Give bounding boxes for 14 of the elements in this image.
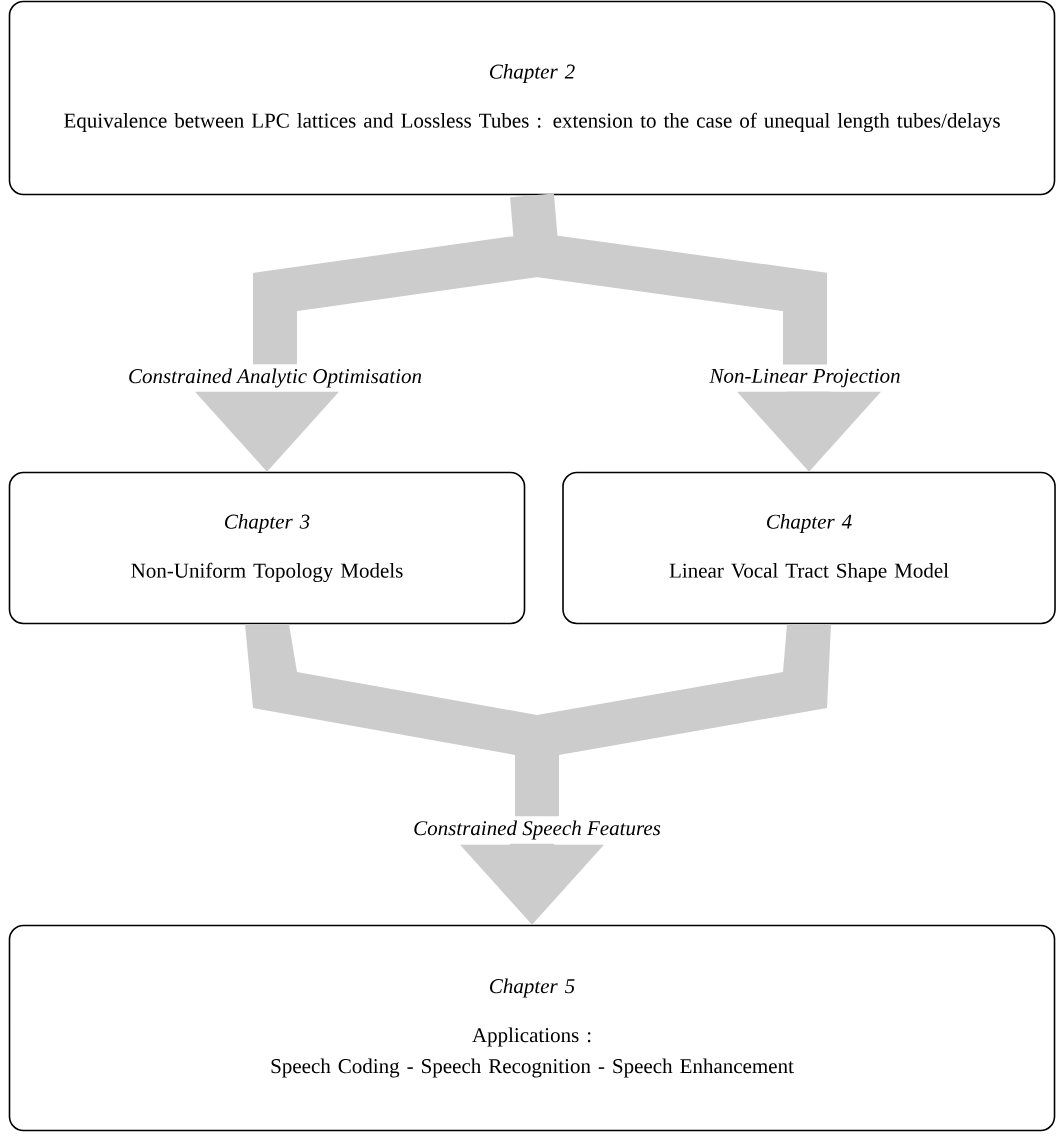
chapter-box: Chapter 5 Applications : Speech Coding - Speech Recognition - Speech Enhancement <box>8 924 1056 1132</box>
connector-band <box>510 193 559 257</box>
arrow <box>195 391 339 472</box>
chapter-box: Chapter 4 Linear Vocal Tract Shape Model <box>562 471 1056 625</box>
flow-label: Constrained Speech Features <box>414 820 661 840</box>
connector-band <box>245 624 537 817</box>
connector-band <box>537 624 831 817</box>
flow-label: Non-Linear Projection <box>709 368 900 388</box>
arrow <box>460 843 604 925</box>
chapter-box: Chapter 3 Non-Uniform Topology Models <box>8 471 526 625</box>
connector-band <box>534 233 827 365</box>
arrow <box>737 391 881 472</box>
flow-label: Constrained Analytic Optimisation <box>129 368 422 388</box>
chapter-box: Chapter 2 Equivalence between LPC lattices and Lossless Tubes : extension to the case of unequal length tubes/delays <box>8 0 1056 196</box>
